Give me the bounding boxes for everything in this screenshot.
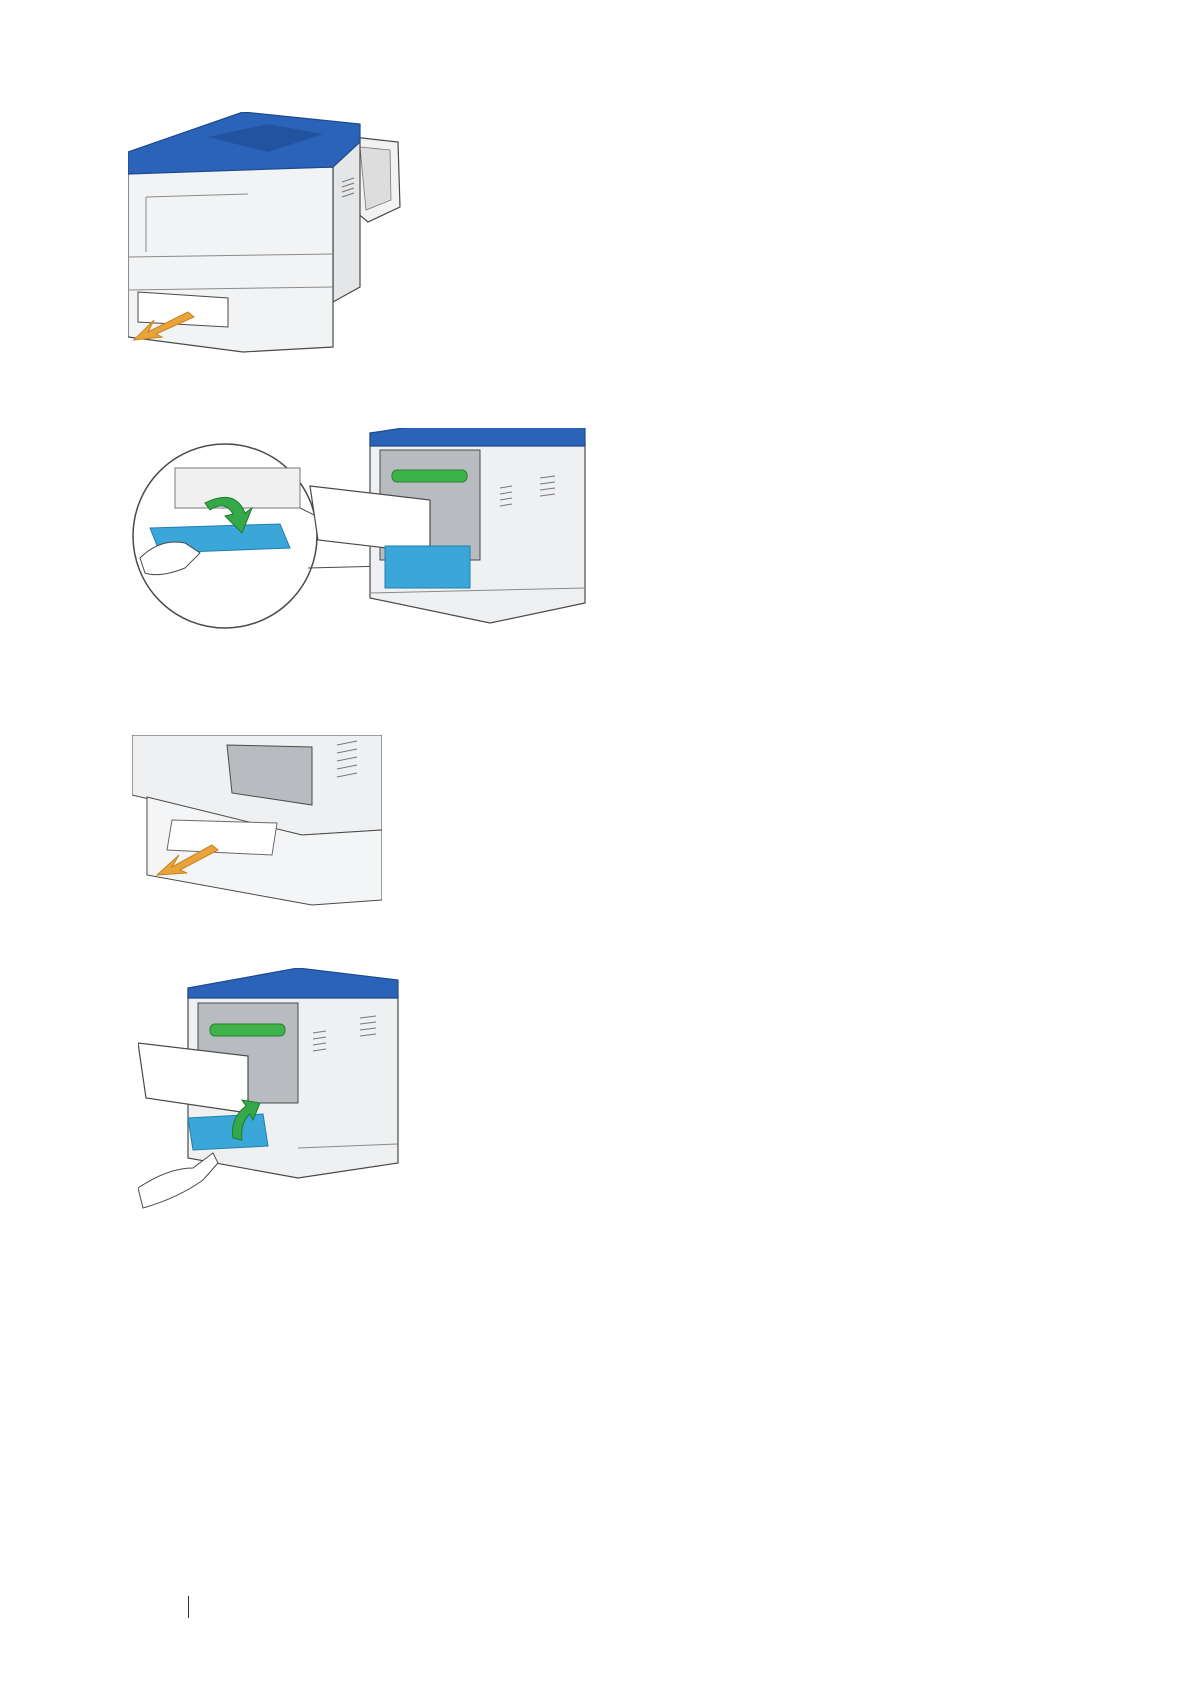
figure-remove-jammed-paper [132, 735, 382, 907]
figure-pull-out-tray [128, 112, 438, 382]
figure-open-rear-cover [130, 428, 635, 683]
footer-divider [188, 1596, 189, 1618]
figure-close-lever-up [138, 968, 433, 1212]
